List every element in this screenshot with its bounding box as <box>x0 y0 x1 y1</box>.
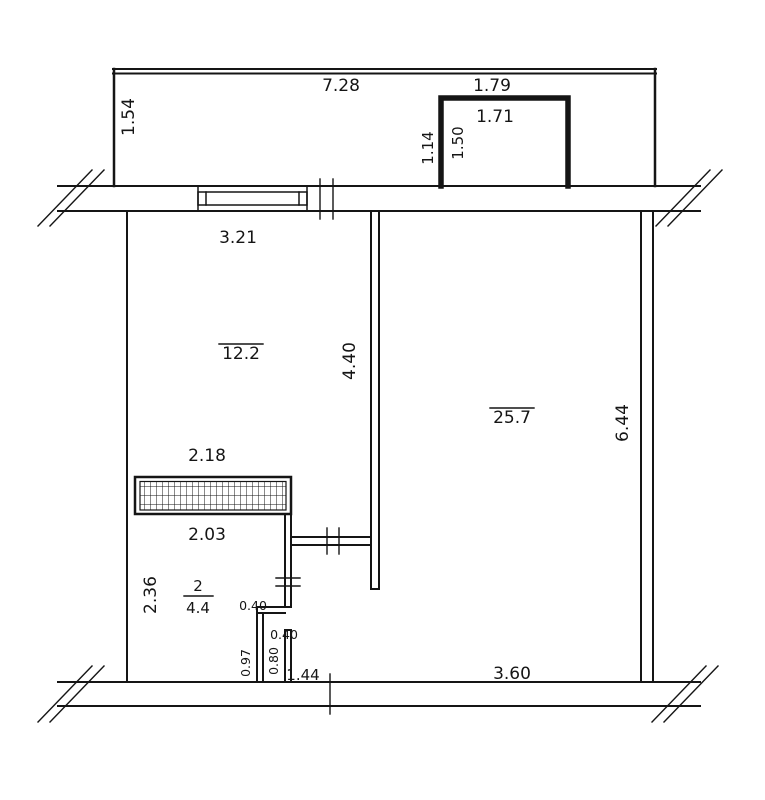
bottom-wall-break-marks <box>37 665 719 723</box>
right-wall <box>640 210 654 683</box>
room2-number-label: 2 <box>193 577 203 595</box>
dim-room2-side: 2.36 <box>141 576 161 614</box>
dim-step-height-right: 0.80 <box>266 647 281 675</box>
dim-wardrobe-bottom-width: 2.03 <box>188 525 226 545</box>
balcony-niche-wall <box>438 95 571 189</box>
dim-wardrobe-top-width: 2.18 <box>188 446 226 466</box>
dim-niche-inner-width: 1.71 <box>476 107 514 127</box>
dim-interior-wall-length: 4.40 <box>340 342 360 380</box>
dim-niche-inner-depth: 1.50 <box>449 126 467 159</box>
interior-wall <box>370 210 380 590</box>
bathroom-walls <box>256 513 292 683</box>
bottom-wall <box>57 681 701 707</box>
room2-area-label: 4.4 <box>186 599 210 617</box>
dim-bottom-left-width: 1.44 <box>286 666 319 684</box>
room3-area-label: 25.7 <box>493 408 531 428</box>
window-icon <box>197 185 308 212</box>
dim-balcony-left-depth: 1.54 <box>119 98 139 136</box>
top-wall-break-marks <box>37 169 723 227</box>
dim-step-height-left: 0.97 <box>238 649 253 677</box>
hall-partition-ticks <box>326 527 340 555</box>
dim-bottom-right-width: 3.60 <box>493 664 531 684</box>
dim-balcony-width: 7.28 <box>322 76 360 96</box>
dim-niche-outer-width: 1.79 <box>473 76 511 96</box>
room1-area-label: 12.2 <box>222 344 260 364</box>
dim-step-width-b: 0.40 <box>270 627 298 642</box>
dim-niche-left-depth: 1.14 <box>419 131 437 164</box>
top-dimension-ticks <box>319 178 334 220</box>
dim-window-width: 3.21 <box>219 228 257 248</box>
dim-step-width-a: 0.40 <box>239 598 267 613</box>
bathroom-door-ticks <box>275 577 301 587</box>
balcony-outline <box>112 67 657 188</box>
dim-right-wall-length: 6.44 <box>613 404 633 442</box>
wardrobe-block <box>133 475 293 516</box>
